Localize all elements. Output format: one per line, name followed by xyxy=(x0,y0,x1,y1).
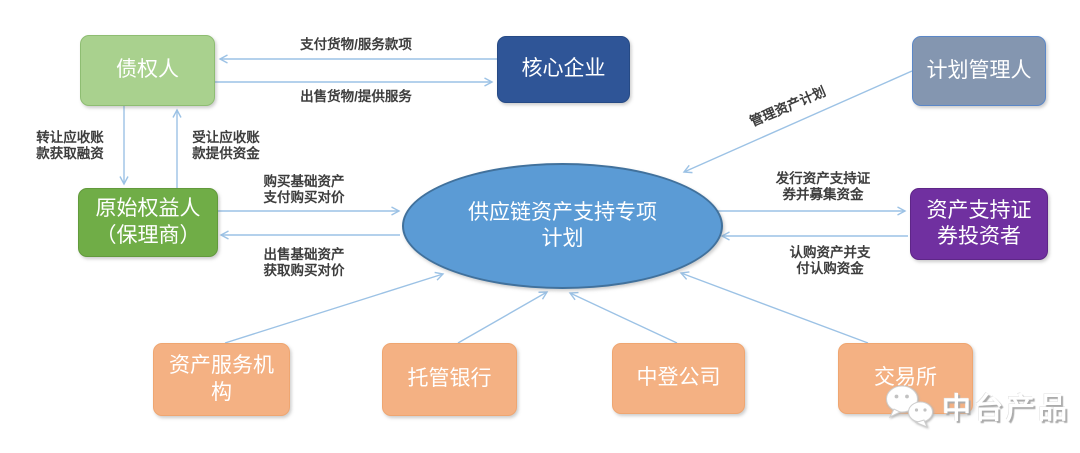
edge-label-pay-goods: 支付货物/服务款项 xyxy=(300,37,412,52)
node-creditor: 债权人 xyxy=(80,35,215,106)
node-asset-servicer: 资产服务机 构 xyxy=(153,343,290,416)
arrow-custodian-bank xyxy=(457,291,549,344)
node-core-enterprise: 核心企业 xyxy=(497,36,630,103)
edge-label-sell-goods: 出售货物/提供服务 xyxy=(300,89,412,104)
node-investors: 资产支持证 券投资者 xyxy=(910,188,1048,260)
arrow-exchange xyxy=(679,271,869,344)
node-custodian-bank: 托管银行 xyxy=(382,343,517,416)
edge-label-accept-receivables: 受让应收账 款提供资金 xyxy=(192,130,260,162)
arrow-asset-servicer xyxy=(224,271,445,344)
edge-label-subscribe-securities: 认购资产并支 付认购资金 xyxy=(789,245,871,277)
watermark: 中台产品 xyxy=(884,384,1070,428)
edge-label-sell-assets: 出售基础资产 获取购买对价 xyxy=(263,247,345,279)
wechat-icon xyxy=(886,385,933,428)
arrow-csdc xyxy=(568,291,678,344)
edge-label-transfer-receivables: 转让应收账 款获取融资 xyxy=(36,130,104,162)
edge-label-buy-assets: 购买基础资产 支付购买对价 xyxy=(263,174,345,206)
node-original-obligee: 原始权益人 （保理商） xyxy=(78,188,218,257)
node-plan-manager: 计划管理人 xyxy=(912,36,1046,106)
node-spv-plan: 供应链资产支持专项 计划 xyxy=(402,163,723,289)
node-csdc: 中登公司 xyxy=(612,343,745,414)
arrow-manage-plan xyxy=(682,70,913,174)
edge-label-issue-securities: 发行资产支持证 券并募集资金 xyxy=(775,171,871,203)
watermark-label: 中台产品 xyxy=(942,393,1071,425)
